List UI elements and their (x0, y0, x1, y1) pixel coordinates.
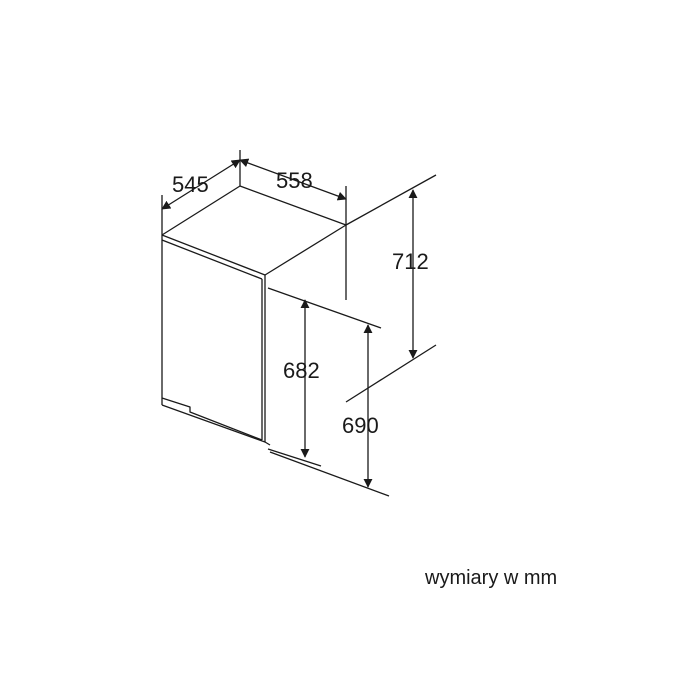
niche-height-max-label: 690 (342, 413, 379, 438)
total-height-label: 712 (392, 249, 429, 274)
niche-height-max-dimension (269, 324, 390, 497)
units-caption: wymiary w mm (425, 567, 558, 589)
total-height-dimension (345, 174, 437, 403)
door-panel (161, 234, 271, 446)
width-label: 558 (276, 168, 313, 193)
niche-height-min-dimension (267, 287, 382, 467)
depth-label: 545 (172, 172, 209, 197)
depth-dimension (161, 159, 241, 235)
niche-height-min-label: 682 (283, 358, 320, 383)
cabinet-outline (161, 185, 347, 405)
